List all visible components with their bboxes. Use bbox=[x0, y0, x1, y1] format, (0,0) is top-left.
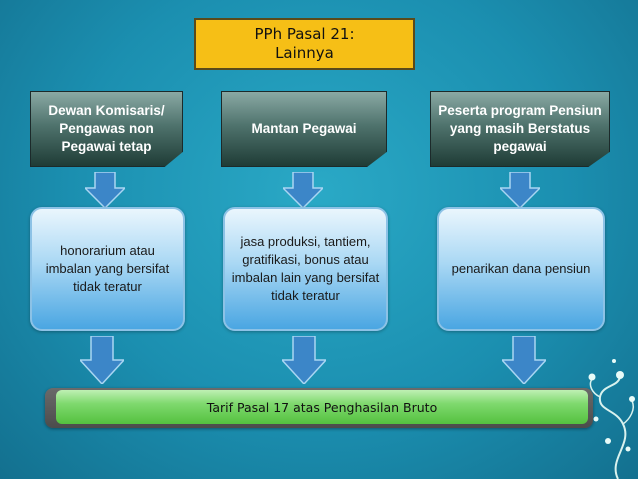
tariff-text: Tarif Pasal 17 atas Penghasilan Bruto bbox=[206, 399, 438, 415]
floral-decoration-icon bbox=[588, 359, 635, 479]
down-arrow-icon bbox=[283, 172, 323, 208]
income-text: jasa produksi, tantiem, gratifikasi, bon… bbox=[231, 234, 380, 303]
category-box-pension-participant: Peserta program Pensiun yang masih Berst… bbox=[430, 91, 610, 167]
category-label: Mantan Pegawai bbox=[251, 121, 357, 136]
down-arrow-icon bbox=[80, 336, 124, 384]
down-arrow-icon bbox=[282, 336, 326, 384]
income-box-honorarium: honorarium atau imbalan yang bersifat ti… bbox=[30, 207, 185, 331]
title-line-1: PPh Pasal 21: bbox=[254, 25, 355, 43]
category-box-former-employee: Mantan Pegawai bbox=[221, 91, 387, 167]
diagram-title: PPh Pasal 21: Lainnya bbox=[194, 18, 415, 70]
down-arrow-icon bbox=[502, 336, 546, 384]
category-label: Peserta program Pensiun yang masih Berst… bbox=[438, 103, 602, 154]
income-box-pension-withdrawal: penarikan dana pensiun bbox=[437, 207, 605, 331]
income-box-bonus: jasa produksi, tantiem, gratifikasi, bon… bbox=[223, 207, 388, 331]
income-text: honorarium atau imbalan yang bersifat ti… bbox=[45, 243, 170, 294]
income-text: penarikan dana pensiun bbox=[451, 261, 591, 276]
title-line-2: Lainnya bbox=[275, 44, 334, 62]
down-arrow-icon bbox=[85, 172, 125, 208]
category-label: Dewan Komisaris/ Pengawas non Pegawai te… bbox=[48, 103, 165, 154]
down-arrow-icon bbox=[500, 172, 540, 208]
tariff-bar: Tarif Pasal 17 atas Penghasilan Bruto bbox=[56, 390, 588, 424]
category-box-commissioner: Dewan Komisaris/ Pengawas non Pegawai te… bbox=[30, 91, 183, 167]
